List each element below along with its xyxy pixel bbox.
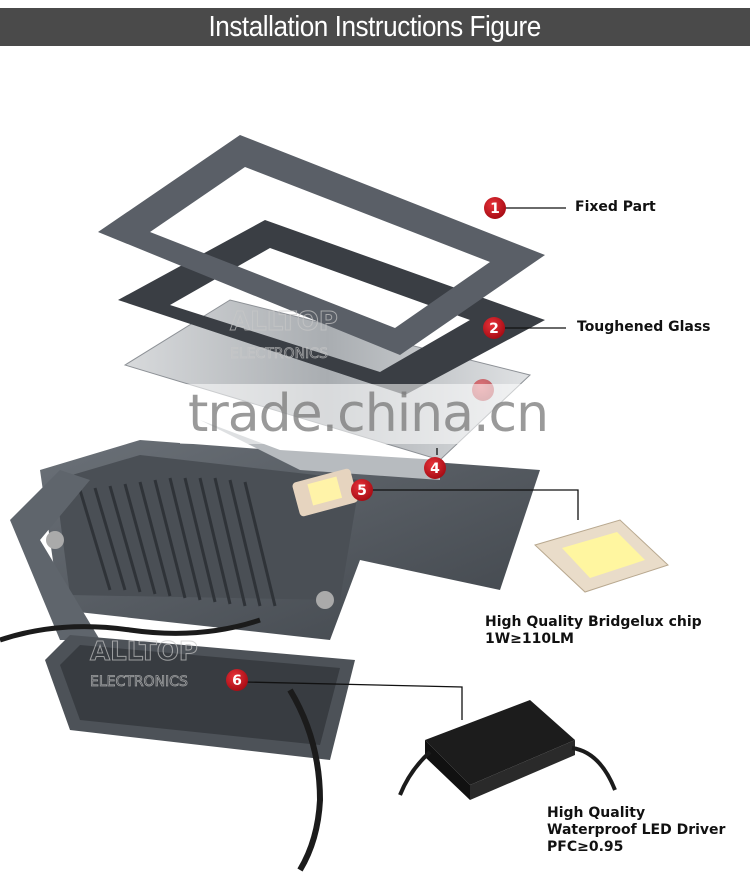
svg-text:2: 2 [489, 321, 499, 337]
svg-text:4: 4 [430, 461, 440, 477]
badge-6: 6 [226, 669, 248, 691]
driver-compartment [45, 635, 355, 872]
led-chip-installed [292, 468, 358, 517]
label-chip: High Quality Bridgelux chip 1W≥110LM [485, 614, 702, 648]
bracket-screw [46, 531, 64, 549]
svg-text:5: 5 [357, 483, 367, 499]
chip-title: High Quality Bridgelux chip [485, 614, 702, 630]
output-cable [287, 688, 324, 872]
svg-text:1: 1 [490, 201, 500, 217]
svg-text:ELECTRONICS: ELECTRONICS [90, 674, 188, 690]
page-title: Installation Instructions Figure [208, 10, 542, 43]
badge-2: 2 [483, 317, 505, 339]
brand-watermark: ALLTOP ELECTRONICS ALLTOP ELECTRONICS [90, 307, 339, 691]
trade-watermark: trade.china.cn [180, 384, 557, 444]
svg-text:ALLTOP: ALLTOP [90, 637, 198, 667]
badge-5: 5 [351, 479, 373, 501]
driver-title-2: Waterproof LED Driver [547, 822, 726, 838]
led-driver-image [398, 700, 617, 800]
svg-text:ALLTOP: ALLTOP [230, 307, 338, 337]
power-cable [0, 617, 261, 643]
svg-text:6: 6 [232, 673, 242, 689]
driver-spec: PFC≥0.95 [547, 839, 624, 855]
badge-4: 4 [424, 457, 446, 479]
driver-title-1: High Quality [547, 805, 646, 821]
bridgelux-chip-image [534, 519, 669, 593]
label-driver: High Quality Waterproof LED Driver PFC≥0… [547, 805, 725, 856]
housing [0, 440, 540, 643]
label-fixed-part: Fixed Part [575, 199, 656, 215]
title-banner: Installation Instructions Figure [0, 8, 750, 46]
chip-spec: 1W≥110LM [485, 631, 574, 647]
badge-1: 1 [484, 197, 506, 219]
fixed-frame [98, 135, 545, 355]
svg-text:ELECTRONICS: ELECTRONICS [230, 346, 328, 362]
label-toughened-glass: Toughened Glass [577, 319, 711, 335]
mounting-bracket [10, 470, 100, 640]
leader-lines [244, 207, 579, 720]
bracket-screw [316, 591, 334, 609]
